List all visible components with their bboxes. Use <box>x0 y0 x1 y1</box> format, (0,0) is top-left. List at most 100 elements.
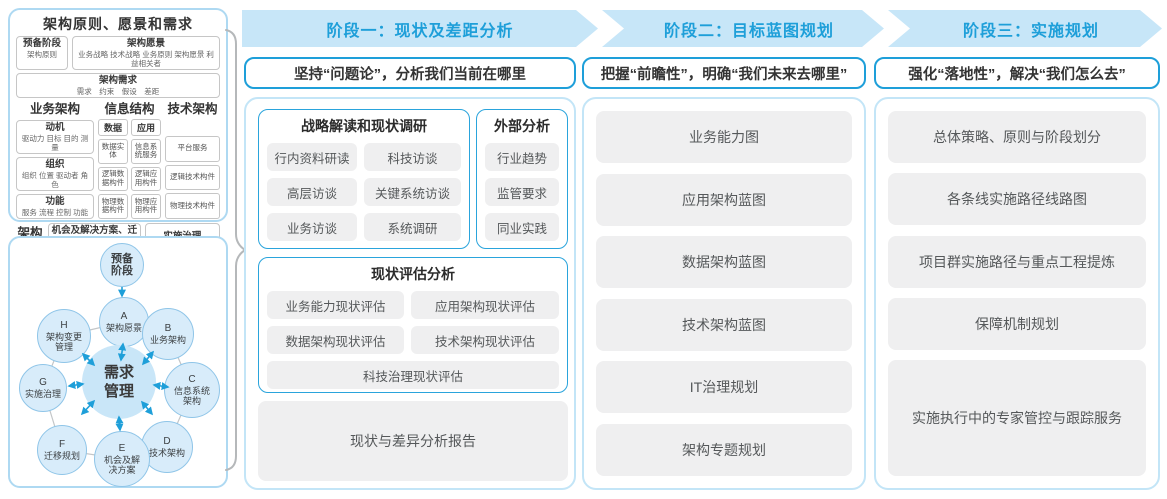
phase3-item: 保障机制规划 <box>888 297 1146 350</box>
physical-data-box: 物理数据构件 <box>98 194 128 219</box>
strategy-item: 关键系统访谈 <box>363 178 461 206</box>
architecture-vision-title: 架构愿景 <box>126 38 165 49</box>
information-structure-column: 信息结构 数据 数据实体 逻辑数据构件 物理数据构件 应用 信息系统服务 逻辑应… <box>98 101 161 219</box>
phase2-item: 架构专题规划 <box>596 423 852 476</box>
assessment-item: 技术架构现状评估 <box>411 326 559 354</box>
phase3-item: 总体策略、原则与阶段划分 <box>888 111 1146 163</box>
logical-app-box: 逻辑应用构件 <box>131 166 161 192</box>
prep-phase-sub: 架构原则 <box>27 49 57 59</box>
adm-node-b-id: B <box>164 323 172 335</box>
adm-node-f-label: 迁移规划 <box>43 450 80 461</box>
spacer <box>165 120 220 133</box>
architecture-requirements-title: 架构需求 <box>98 74 137 86</box>
assessment-item: 应用架构现状评估 <box>411 291 559 319</box>
architecture-requirements-box: 架构需求 需求 约束 假设 差距 <box>16 72 220 98</box>
adm-cycle-panel: 预备阶段 A 架构愿景 B 业务架构 C 信息系统架构 D 技术架构 E 机会及… <box>8 236 228 488</box>
phase2-item: IT治理规划 <box>596 361 852 414</box>
current-state-assessment-group: 现状评估分析 业务能力现状评估 应用架构现状评估 数据架构现状评估 技术架构现状… <box>258 257 568 393</box>
adm-node-a-label: 架构愿景 <box>105 322 142 333</box>
phase2-banner: 阶段二：目标蓝图规划 <box>602 10 884 47</box>
data-subcolumn: 数据 数据实体 逻辑数据构件 物理数据构件 <box>98 119 128 219</box>
adm-node-a: A 架构愿景 <box>99 297 149 347</box>
phase3-banner: 阶段三：实施规划 <box>888 10 1162 47</box>
adm-node-d-label: 技术架构 <box>148 447 185 458</box>
phase2-item: 应用架构蓝图 <box>596 173 852 226</box>
adm-node-b-label: 业务架构 <box>149 334 186 345</box>
physical-tech-box: 物理技术构件 <box>165 193 220 219</box>
adm-node-b: B 业务架构 <box>142 308 194 360</box>
adm-node-g-label: 实施治理 <box>24 388 61 399</box>
phase1-banner: 阶段一：现状及差距分析 <box>242 10 598 47</box>
phase3-item: 实施执行中的专家管控与跟踪服务 <box>888 360 1146 476</box>
prep-phase-title: 预备阶段 <box>22 38 61 49</box>
application-subcolumn: 应用 信息系统服务 逻辑应用构件 物理应用构件 <box>131 119 161 219</box>
external-item: 行业趋势 <box>485 143 559 171</box>
strategy-item: 高层访谈 <box>267 178 357 206</box>
panel-title: 架构原则、愿景和需求 <box>43 16 193 32</box>
phase2-item: 数据架构蓝图 <box>596 236 852 289</box>
adm-node-g: G 实施治理 <box>19 364 67 412</box>
motivation-title: 动机 <box>45 122 65 133</box>
adm-node-h: H 架构变更管理 <box>37 309 91 363</box>
architecture-vision-sub: 业务战略 技术战略 业务原则 架构愿景 利益相关者 <box>78 49 214 68</box>
adm-node-requirements-management: 需求管理 <box>82 345 156 419</box>
external-item: 同业实践 <box>485 213 559 241</box>
adm-center-label: 需求管理 <box>103 363 134 401</box>
prep-phase-box: 预备阶段 架构原则 <box>16 36 68 70</box>
data-heading: 数据 <box>98 119 128 136</box>
phase3-subtitle: 强化“落地性”，解决“我们怎么去” <box>874 57 1160 89</box>
information-structure-heading: 信息结构 <box>104 101 155 116</box>
function-title: 功能 <box>45 195 65 207</box>
logical-data-box: 逻辑数据构件 <box>98 166 128 192</box>
phase3-item: 项目群实施路径与重点工程提炼 <box>888 235 1146 288</box>
organization-sub: 组织 位置 驱动者 角色 <box>21 170 89 189</box>
adm-node-e-id: E <box>118 443 126 455</box>
adm-node-h-label: 架构变更管理 <box>45 331 82 352</box>
organization-title: 组织 <box>45 158 65 170</box>
phase3-content: 总体策略、原则与阶段划分 各条线实施路径线路图 项目群实施路径与重点工程提炼 保… <box>874 97 1160 490</box>
business-architecture-column: 业务架构 动机 驱动力 目标 目的 测量 组织 组织 位置 驱动者 角色 功能 … <box>16 101 94 219</box>
current-state-assessment-title: 现状评估分析 <box>371 266 455 282</box>
external-analysis-group: 外部分析 行业趋势 监管要求 同业实践 <box>476 109 568 249</box>
phase2-subtitle: 把握“前瞻性”，明确“我们未来去哪里” <box>582 57 866 89</box>
strategy-item: 行内资料研读 <box>267 143 357 171</box>
application-heading: 应用 <box>131 119 161 136</box>
adm-node-d-id: D <box>163 436 171 448</box>
strategy-item: 科技访谈 <box>363 143 461 171</box>
adm-node-c: C 信息系统架构 <box>164 362 220 418</box>
architecture-requirements-sub: 需求 约束 假设 差距 <box>76 86 160 96</box>
strategy-item: 系统调研 <box>363 213 461 241</box>
strategy-research-group: 战略解读和现状调研 行内资料研读 科技访谈 高层访谈 关键系统访谈 业务访谈 系… <box>258 109 470 249</box>
architecture-domains-row: 业务架构 动机 驱动力 目标 目的 测量 组织 组织 位置 驱动者 角色 功能 … <box>16 101 220 219</box>
assessment-grid: 业务能力现状评估 应用架构现状评估 数据架构现状评估 技术架构现状评估 科技治理… <box>267 291 559 389</box>
phase2-item: 业务能力图 <box>596 111 852 163</box>
architecture-principles-panel: 架构原则、愿景和需求 预备阶段 架构原则 架构愿景 业务战略 技术战略 业务原则… <box>8 8 228 260</box>
strategy-research-title: 战略解读和现状调研 <box>301 118 427 134</box>
adm-node-e: E 机会及解决方案 <box>94 431 150 487</box>
external-analysis-title: 外部分析 <box>494 118 550 134</box>
adm-node-a-id: A <box>120 311 128 323</box>
technology-architecture-column: 技术架构 平台服务 逻辑技术构件 物理技术构件 <box>165 101 220 219</box>
business-architecture-heading: 业务架构 <box>29 101 80 116</box>
prep-vision-row: 预备阶段 架构原则 架构愿景 业务战略 技术战略 业务原则 架构愿景 利益相关者 <box>16 36 220 70</box>
information-subcolumns: 数据 数据实体 逻辑数据构件 物理数据构件 应用 信息系统服务 逻辑应用构件 物… <box>98 119 161 219</box>
phase2-content: 业务能力图 应用架构蓝图 数据架构蓝图 技术架构蓝图 IT治理规划 架构专题规划 <box>582 97 866 490</box>
phase2-item: 技术架构蓝图 <box>596 298 852 351</box>
function-box: 功能 服务 流程 控制 功能 <box>16 193 94 219</box>
strategy-item: 业务访谈 <box>267 213 357 241</box>
platform-service-box: 平台服务 <box>165 136 220 162</box>
technology-architecture-heading: 技术架构 <box>167 101 218 116</box>
gap-analysis-report-box: 现状与差异分析报告 <box>258 401 568 481</box>
adm-node-prep-label: 预备阶段 <box>111 252 133 277</box>
data-entity-box: 数据实体 <box>98 139 128 164</box>
adm-node-prep: 预备阶段 <box>100 243 144 287</box>
motivation-sub: 驱动力 目标 目的 测量 <box>21 133 89 152</box>
adm-node-f-id: F <box>58 439 66 451</box>
adm-node-d: D 技术架构 <box>141 421 193 473</box>
organization-box: 组织 组织 位置 驱动者 角色 <box>16 156 94 191</box>
strategy-research-grid: 行内资料研读 科技访谈 高层访谈 关键系统访谈 业务访谈 系统调研 <box>267 143 461 241</box>
phase1-subtitle: 坚持“问题论”，分析我们当前在哪里 <box>244 57 576 89</box>
adm-node-g-id: G <box>39 377 47 389</box>
adm-node-h-id: H <box>60 320 68 332</box>
